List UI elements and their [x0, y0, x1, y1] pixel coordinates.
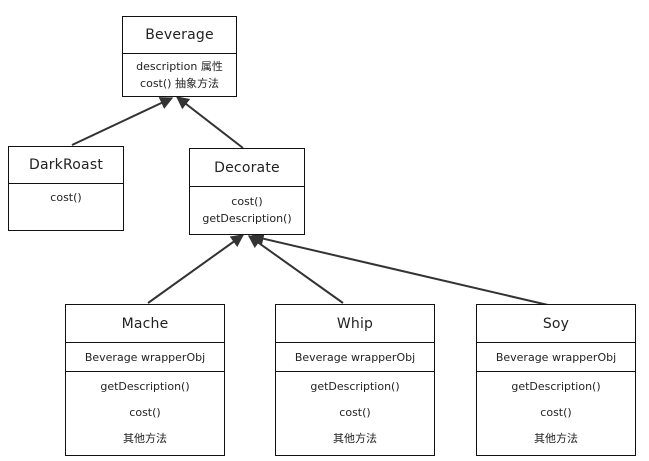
class-soy-field: Beverage wrapperObj: [495, 350, 617, 364]
class-whip: Whip Beverage wrapperObj getDescription(…: [275, 304, 435, 456]
class-darkroast-name-section: DarkRoast: [9, 147, 123, 183]
class-whip-method-section: getDescription() cost() 其他方法: [276, 371, 434, 455]
arrow-soy-to-decorate: [250, 232, 549, 306]
class-soy-method: 其他方法: [534, 432, 578, 445]
class-mache-field: Beverage wrapperObj: [84, 350, 206, 364]
class-soy: Soy Beverage wrapperObj getDescription()…: [476, 304, 636, 456]
class-soy-name-section: Soy: [477, 305, 635, 342]
class-whip-method: 其他方法: [333, 432, 377, 445]
class-beverage-member: description 属性: [136, 60, 223, 73]
arrow-whip-to-decorate: [247, 235, 344, 304]
class-mache-title: Mache: [121, 315, 169, 332]
class-whip-title: Whip: [336, 315, 374, 332]
class-decorate-title: Decorate: [214, 159, 280, 176]
class-darkroast: DarkRoast cost(): [8, 146, 124, 231]
class-beverage-member: cost() 抽象方法: [140, 77, 219, 90]
class-soy-method: getDescription(): [511, 380, 601, 393]
class-mache-method: 其他方法: [123, 432, 167, 445]
class-decorate-method: cost(): [231, 195, 263, 208]
arrow-darkroast-to-beverage: [71, 97, 174, 146]
class-mache-method: getDescription(): [100, 380, 190, 393]
class-whip-method: cost(): [339, 406, 371, 419]
class-darkroast-title: DarkRoast: [28, 157, 104, 173]
class-darkroast-method-section: cost(): [9, 183, 123, 230]
class-soy-title: Soy: [542, 315, 570, 332]
class-mache-name-section: Mache: [66, 305, 224, 342]
class-soy-method-section: getDescription() cost() 其他方法: [477, 371, 635, 455]
class-beverage-member-section: description 属性 cost() 抽象方法: [123, 53, 236, 96]
class-whip-name-section: Whip: [276, 305, 434, 342]
class-whip-field: Beverage wrapperObj: [294, 350, 416, 364]
class-whip-field-section: Beverage wrapperObj: [276, 342, 434, 371]
arrow-decorate-to-beverage: [175, 96, 244, 149]
class-darkroast-method: cost(): [50, 191, 82, 204]
class-mache-method-section: getDescription() cost() 其他方法: [66, 371, 224, 455]
class-beverage: Beverage description 属性 cost() 抽象方法: [122, 16, 237, 97]
class-soy-method: cost(): [540, 406, 572, 419]
class-mache: Mache Beverage wrapperObj getDescription…: [65, 304, 225, 456]
class-beverage-title: Beverage: [145, 27, 214, 43]
class-decorate-method-section: cost() getDescription(): [190, 186, 304, 234]
class-mache-method: cost(): [129, 406, 161, 419]
class-whip-method: getDescription(): [310, 380, 400, 393]
class-mache-field-section: Beverage wrapperObj: [66, 342, 224, 371]
arrow-mache-to-decorate: [147, 234, 245, 304]
class-decorate-name-section: Decorate: [190, 149, 304, 186]
class-beverage-name-section: Beverage: [123, 17, 236, 53]
class-decorate: Decorate cost() getDescription(): [189, 148, 305, 235]
class-soy-field-section: Beverage wrapperObj: [477, 342, 635, 371]
class-decorate-method: getDescription(): [202, 212, 292, 225]
